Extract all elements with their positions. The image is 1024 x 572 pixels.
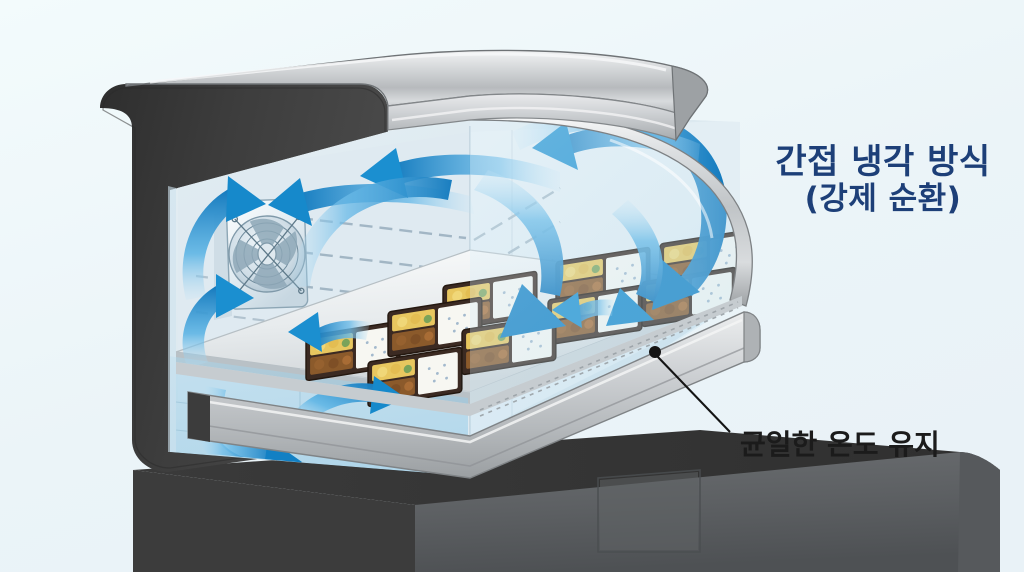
- front-counter: [176, 296, 761, 479]
- airflow-arrow: [290, 176, 452, 288]
- airflow-arrow: [182, 184, 246, 300]
- callout-anchor-dot: [649, 346, 661, 358]
- airflow-arrow-head: [226, 176, 266, 222]
- grille-perforations: [479, 301, 739, 417]
- counter-end-cap: [743, 311, 761, 363]
- callout-label: 균일한 온도 유지: [740, 428, 940, 461]
- base-cabinet: [133, 430, 1000, 572]
- title-block: 간접 냉각 방식 (강제 순환): [758, 143, 1008, 217]
- front-grille-strip: [176, 296, 742, 416]
- airflow-arrow-head: [288, 312, 322, 352]
- title-primary: 간접 냉각 방식: [775, 142, 991, 182]
- title-secondary: (강제 순환): [804, 180, 962, 217]
- base-panel-outline: [597, 469, 701, 553]
- airflow-arrow-head: [216, 274, 254, 318]
- top-canopy: [125, 49, 709, 142]
- callout-leader-line: [656, 355, 731, 433]
- airflow-arrow-head: [268, 178, 312, 226]
- glass-frame-edge: [469, 107, 753, 307]
- callout-leader: [649, 346, 731, 433]
- airflow-arrow: [312, 320, 370, 348]
